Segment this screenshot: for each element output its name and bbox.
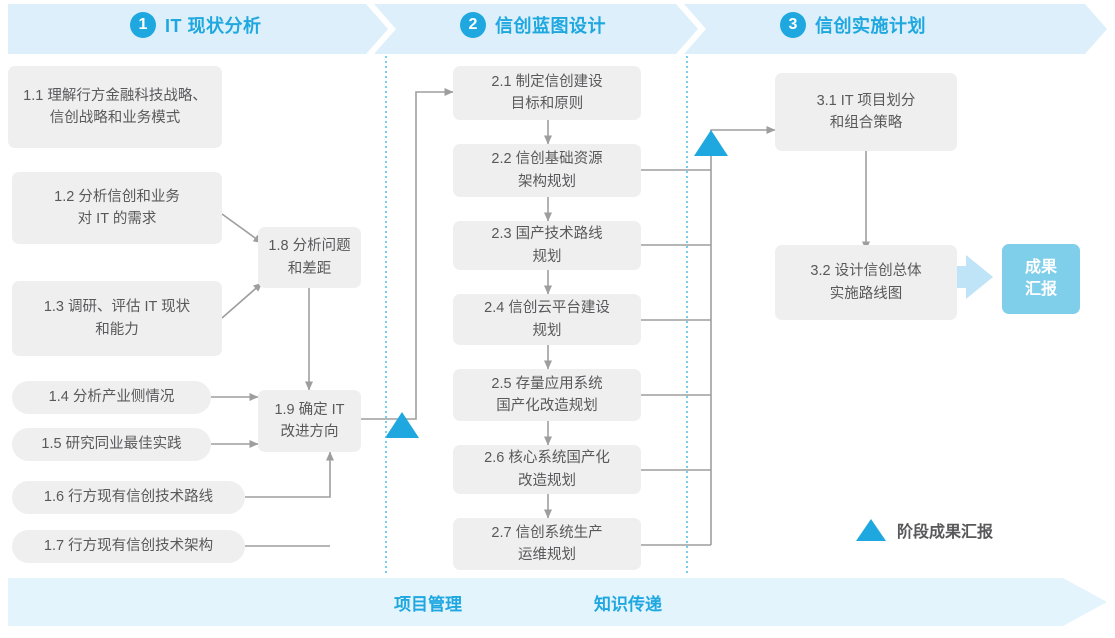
triangle-icon (856, 519, 886, 541)
legend-label: 阶段成果汇报 (897, 524, 994, 541)
phase-title-1: IT 现状分析 (165, 16, 262, 36)
task-box-2-5[interactable]: 2.5 存量应用系统国产化改造规划 (453, 369, 641, 421)
bottom-label-project-management: 项目管理 (394, 594, 462, 614)
task-box-1-3[interactable]: 1.3 调研、评估 IT 现状和能力 (12, 281, 222, 356)
phase-segment-1 (8, 4, 388, 54)
phase-number-2: 2 (460, 12, 486, 38)
bottom-stream-bar (8, 578, 1107, 626)
legend: 阶段成果汇报 (856, 518, 993, 542)
task-box-1-1[interactable]: 1.1 理解行方金融科技战略、信创战略和业务模式 (8, 66, 222, 148)
phase-header-bar (8, 4, 1107, 54)
task-box-3-2[interactable]: 3.2 设计信创总体实施路线图 (775, 245, 957, 320)
task-box-1-6[interactable]: 1.6 行方现有信创技术路线 (12, 481, 245, 514)
phase-number-3: 3 (780, 12, 806, 38)
phase-segment-2 (374, 4, 698, 54)
phase-label-2: 2 信创蓝图设计 (460, 0, 606, 50)
phase-label-3: 3 信创实施计划 (780, 0, 926, 50)
milestone-triangle-phase1 (385, 412, 419, 438)
milestone-triangle-phase2 (694, 130, 728, 156)
phase-title-2: 信创蓝图设计 (495, 16, 606, 36)
phase-number-1: 1 (130, 12, 156, 38)
task-box-2-2[interactable]: 2.2 信创基础资源架构规划 (453, 144, 641, 197)
phase-label-1: 1 IT 现状分析 (130, 0, 262, 50)
task-box-2-7[interactable]: 2.7 信创系统生产运维规划 (453, 518, 641, 570)
task-box-2-4[interactable]: 2.4 信创云平台建设规划 (453, 294, 641, 345)
phase-segment-3 (684, 4, 1107, 54)
bottom-label-knowledge-transfer: 知识传递 (594, 594, 662, 614)
phase-title-3: 信创实施计划 (815, 16, 926, 36)
result-badge[interactable]: 成果汇报 (1002, 244, 1080, 314)
task-box-1-2[interactable]: 1.2 分析信创和业务对 IT 的需求 (12, 172, 222, 244)
task-box-2-6[interactable]: 2.6 核心系统国产化改造规划 (453, 445, 641, 494)
task-box-3-1[interactable]: 3.1 IT 项目划分和组合策略 (775, 73, 957, 151)
task-box-1-5[interactable]: 1.5 研究同业最佳实践 (12, 428, 211, 461)
task-box-1-8[interactable]: 1.8 分析问题和差距 (258, 227, 361, 288)
task-box-1-7[interactable]: 1.7 行方现有信创技术架构 (12, 530, 245, 563)
task-box-1-4[interactable]: 1.4 分析产业侧情况 (12, 381, 211, 414)
task-box-2-1[interactable]: 2.1 制定信创建设目标和原则 (453, 66, 641, 120)
task-box-2-3[interactable]: 2.3 国产技术路线规划 (453, 221, 641, 270)
